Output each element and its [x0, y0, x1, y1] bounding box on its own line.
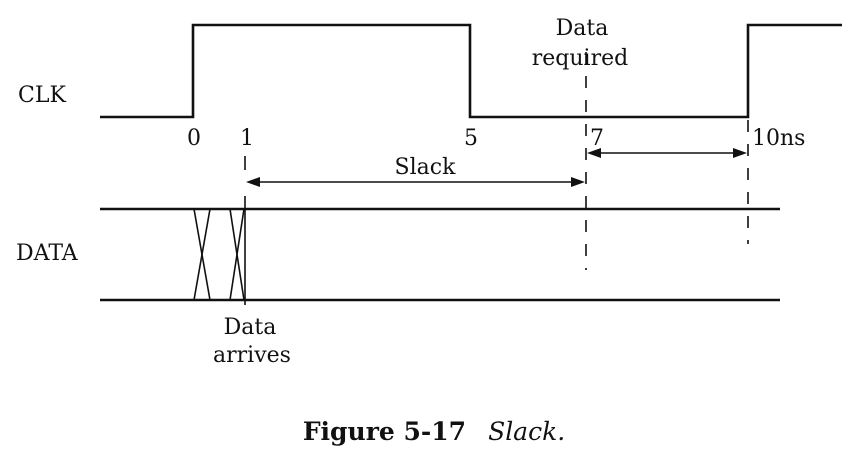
slack-arrow-left-head	[246, 177, 260, 187]
figure-title: Slack.	[488, 417, 565, 446]
data-arrives-label-line2: arrives	[213, 343, 291, 368]
data-required-label-line2: required	[532, 46, 628, 71]
slack-label: Slack	[395, 155, 457, 180]
data-label: DATA	[16, 241, 79, 266]
figure-number: Figure 5-17	[303, 417, 466, 446]
time-mark-1: 1	[240, 126, 254, 151]
required-to-edge-arrow-right-head	[733, 148, 747, 158]
data-required-label-line1: Data	[556, 16, 609, 41]
data-arrives-label-line1: Data	[224, 315, 277, 340]
slack-arrow-right-head	[571, 177, 585, 187]
time-mark-7: 7	[590, 126, 604, 151]
data-transition-cross-a2	[193, 208, 211, 301]
required-to-edge-arrow-left-head	[587, 148, 601, 158]
data-transition-cross-b2	[229, 208, 245, 301]
time-mark-0: 0	[187, 126, 201, 151]
figure-caption: Figure 5-17 Slack.	[303, 417, 565, 446]
clk-label: CLK	[18, 83, 66, 108]
time-mark-5: 5	[464, 126, 478, 151]
clk-waveform	[100, 23, 842, 119]
time-mark-10ns: 10ns	[752, 126, 805, 151]
